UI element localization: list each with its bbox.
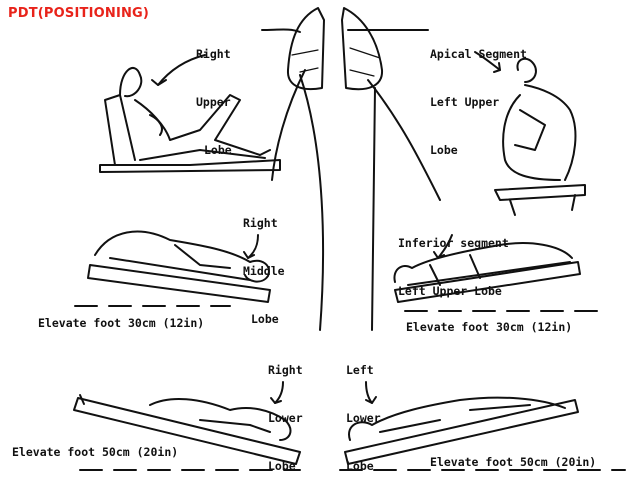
label-right-middle-lobe: Right Middle Lobe (243, 183, 285, 343)
caption-elevate-30-right: Elevate foot 30cm (12in) (406, 320, 572, 334)
label-line: Right (196, 46, 232, 62)
label-inferior-left-upper: Inferior segment Left Upper Lobe (398, 203, 509, 315)
label-line: Upper (196, 94, 232, 110)
caption-elevate-30-left: Elevate foot 30cm (12in) (38, 316, 204, 330)
label-line: Lower (268, 410, 303, 426)
label-line: Middle (243, 263, 285, 279)
label-line: Lobe (430, 142, 527, 158)
label-apical-left-upper: Apical Segment Left Upper Lobe (430, 14, 527, 174)
label-line: Apical Segment (430, 46, 527, 62)
label-right-lower-lobe: Right Lower Lobe (268, 330, 303, 490)
label-line: Left Upper Lobe (398, 283, 509, 299)
label-line: Lobe (346, 458, 381, 474)
label-right-upper-lobe: Right Upper Lobe (196, 14, 232, 174)
label-line: Lower (346, 410, 381, 426)
label-line: Lobe (196, 142, 232, 158)
label-line: Right (268, 362, 303, 378)
label-line: Inferior segment (398, 235, 509, 251)
label-line: Left (346, 362, 381, 378)
label-line: Left Upper (430, 94, 527, 110)
caption-elevate-50-right: Elevate foot 50cm (20in) (430, 455, 596, 469)
caption-elevate-50-left: Elevate foot 50cm (20in) (12, 445, 178, 459)
label-line: Lobe (243, 311, 285, 327)
label-line: Lobe (268, 458, 303, 474)
label-left-lower-lobe: Left Lower Lobe (346, 330, 381, 490)
reclining-patient-icon (100, 68, 280, 172)
label-line: Right (243, 215, 285, 231)
illustration (0, 0, 638, 479)
